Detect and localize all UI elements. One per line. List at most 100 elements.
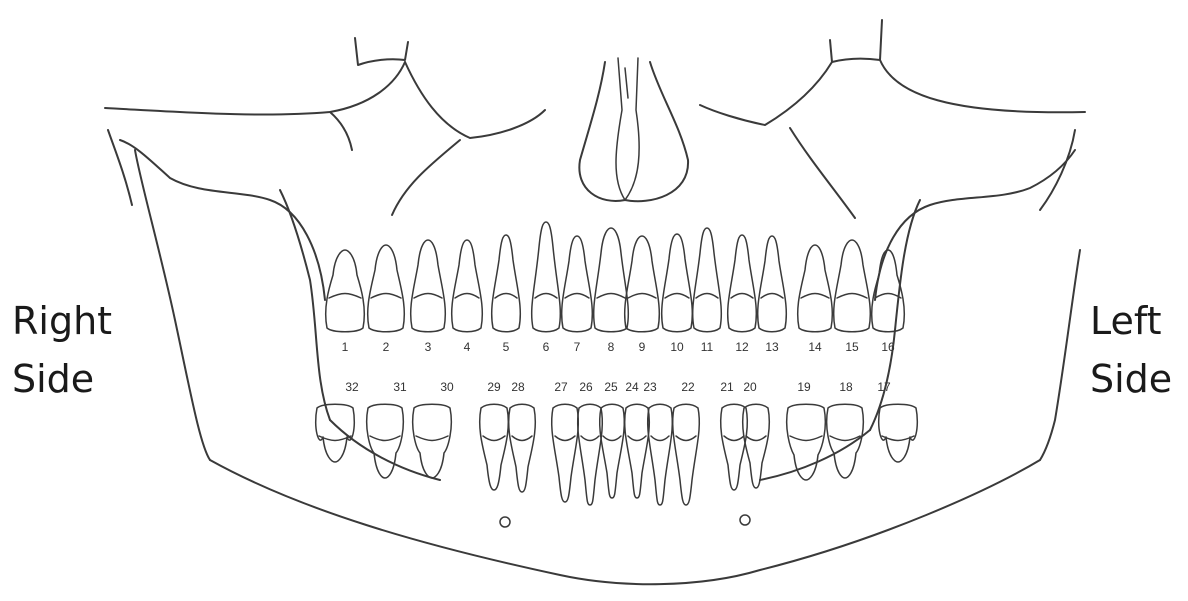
lower-tooth-number: 29 <box>487 380 501 394</box>
upper-tooth-outline <box>834 240 871 332</box>
upper-tooth-crown-line <box>597 294 625 299</box>
mental-foramen-left <box>740 515 750 525</box>
upper-tooth-crown-line <box>628 294 656 299</box>
lower-teeth <box>316 404 918 505</box>
lower-tooth-number: 25 <box>604 380 618 394</box>
lower-tooth-number: 32 <box>345 380 359 394</box>
lower-tooth-crown-line <box>746 436 766 441</box>
upper-tooth-crown-line <box>761 294 783 299</box>
lower-tooth-number: 18 <box>839 380 853 394</box>
lower-tooth-crown-line <box>676 436 696 441</box>
upper-tooth-number: 9 <box>639 340 646 354</box>
upper-tooth-crown-line <box>837 294 867 299</box>
upper-tooth-crown-line <box>455 294 479 299</box>
nasal-cavity <box>579 58 688 201</box>
upper-tooth-outline <box>798 245 833 332</box>
lower-tooth-number: 22 <box>681 380 695 394</box>
lower-tooth-outline <box>552 404 579 502</box>
upper-tooth-outline <box>492 235 521 332</box>
lower-tooth-outline <box>480 404 509 490</box>
upper-tooth-number: 7 <box>574 340 581 354</box>
upper-tooth-outline <box>368 245 405 332</box>
upper-tooth-crown-line <box>495 294 517 299</box>
upper-tooth-crown-line <box>371 294 401 299</box>
left-side-label: Left Side <box>1090 292 1172 408</box>
mandible-outline <box>108 130 1080 584</box>
upper-tooth-outline <box>594 228 629 332</box>
lower-tooth-outline <box>673 404 700 505</box>
lower-tooth-number: 23 <box>643 380 657 394</box>
lower-tooth-outline <box>600 404 625 498</box>
lower-tooth-crown-line <box>603 436 621 441</box>
upper-tooth-number: 14 <box>808 340 822 354</box>
lower-tooth-crown-line <box>790 436 822 441</box>
right-side-label: Right Side <box>12 292 112 408</box>
upper-tooth-number: 1 <box>342 340 349 354</box>
skull-outline <box>105 20 1085 218</box>
lower-tooth-outline <box>625 404 650 498</box>
upper-tooth-number: 4 <box>464 340 471 354</box>
upper-tooth-outline <box>758 236 787 332</box>
lower-tooth-number: 24 <box>625 380 639 394</box>
lower-tooth-outline <box>648 404 673 505</box>
lower-tooth-crown-line <box>581 436 599 441</box>
lower-tooth-outline <box>787 404 826 480</box>
lower-tooth-number: 19 <box>797 380 811 394</box>
upper-tooth-crown-line <box>535 294 557 299</box>
lower-tooth-outline <box>316 404 355 462</box>
lower-tooth-number: 20 <box>743 380 757 394</box>
upper-tooth-number: 10 <box>670 340 684 354</box>
lower-tooth-crown-line <box>416 436 448 441</box>
right-side-label-line2: Side <box>12 350 112 408</box>
lower-tooth-crown-line <box>628 436 646 441</box>
lower-tooth-number: 27 <box>554 380 568 394</box>
upper-tooth-number: 11 <box>701 340 714 354</box>
upper-tooth-number: 15 <box>845 340 859 354</box>
upper-tooth-crown-line <box>731 294 753 299</box>
lower-tooth-number: 17 <box>877 380 891 394</box>
lower-tooth-outline <box>879 404 918 462</box>
lower-tooth-number: 26 <box>579 380 593 394</box>
right-side-label-line1: Right <box>12 292 112 350</box>
upper-tooth-number: 8 <box>608 340 615 354</box>
upper-tooth-crown-line <box>329 294 361 299</box>
upper-tooth-outline <box>532 222 561 332</box>
upper-tooth-outline <box>662 234 693 332</box>
lower-tooth-crown-line <box>724 436 744 441</box>
upper-tooth-number: 16 <box>881 340 895 354</box>
lower-tooth-outline <box>509 404 536 492</box>
upper-tooth-outline <box>452 240 483 332</box>
upper-tooth-number: 2 <box>383 340 390 354</box>
upper-tooth-outline <box>728 235 757 332</box>
lower-tooth-number: 30 <box>440 380 454 394</box>
left-side-label-line1: Left <box>1090 292 1172 350</box>
upper-tooth-crown-line <box>665 294 689 299</box>
mental-foramina <box>500 515 750 527</box>
upper-tooth-outline <box>693 228 722 332</box>
upper-tooth-crown-line <box>696 294 718 299</box>
lower-tooth-crown-line <box>370 436 400 441</box>
upper-teeth <box>326 222 905 332</box>
upper-tooth-crown-line <box>801 294 829 299</box>
upper-tooth-outline <box>625 236 660 332</box>
upper-tooth-outline <box>562 236 593 332</box>
lower-tooth-number: 28 <box>511 380 525 394</box>
lower-tooth-crown-line <box>483 436 505 441</box>
lower-tooth-crown-line <box>512 436 532 441</box>
left-side-label-line2: Side <box>1090 350 1172 408</box>
upper-tooth-number: 12 <box>735 340 749 354</box>
upper-tooth-number: 5 <box>503 340 510 354</box>
upper-tooth-crown-line <box>414 294 442 299</box>
upper-tooth-outline <box>326 250 365 332</box>
mental-foramen-right <box>500 517 510 527</box>
lower-tooth-crown-line <box>651 436 669 441</box>
upper-tooth-number: 3 <box>425 340 432 354</box>
upper-tooth-number: 13 <box>765 340 779 354</box>
upper-tooth-outline <box>411 240 446 332</box>
upper-tooth-crown-line <box>565 294 589 299</box>
upper-tooth-number: 6 <box>543 340 550 354</box>
